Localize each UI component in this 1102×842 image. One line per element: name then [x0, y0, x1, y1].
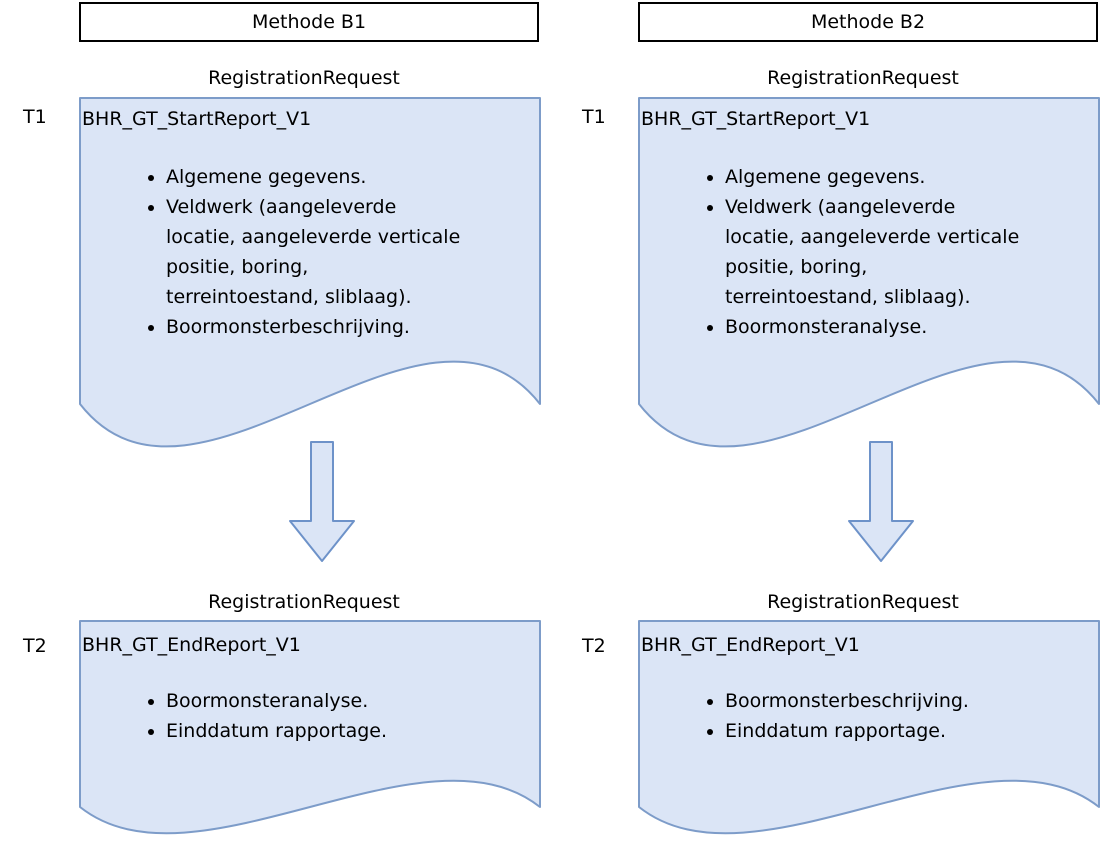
document-shape	[79, 97, 541, 448]
method-column-b2: Methode B2 RegistrationRequest T1 BHR_GT…	[582, 0, 1100, 842]
method-title-box: Methode B2	[638, 2, 1098, 42]
flow-down-arrow-icon	[289, 441, 355, 562]
doc-bullet-item: Boormonsteranalyse.	[166, 686, 464, 716]
start-report-document: BHR_GT_StartReport_V1 Algemene gegevens.…	[79, 97, 541, 453]
registration-request-label: RegistrationRequest	[767, 67, 959, 89]
document-title: BHR_GT_StartReport_V1	[641, 108, 871, 130]
document-bullet-list: Boormonsterbeschrijving.Einddatum rappor…	[638, 686, 1023, 746]
timeline-label-t1: T1	[23, 106, 47, 128]
document-shape	[638, 620, 1100, 835]
timeline-label-t2: T2	[23, 635, 47, 657]
document-shape	[638, 97, 1100, 448]
registration-request-label: RegistrationRequest	[767, 591, 959, 613]
document-title: BHR_GT_EndReport_V1	[641, 634, 860, 656]
document-bullet-list: Boormonsteranalyse.Einddatum rapportage.	[79, 686, 464, 746]
method-title-box: Methode B1	[79, 2, 539, 42]
timeline-label-t1: T1	[582, 106, 606, 128]
doc-bullet-item: Veldwerk (aangeleverde locatie, aangelev…	[725, 192, 1023, 312]
doc-bullet-item: Boormonsterbeschrijving.	[166, 312, 464, 342]
registration-request-label: RegistrationRequest	[208, 67, 400, 89]
document-bullet-list: Algemene gegevens.Veldwerk (aangeleverde…	[79, 162, 464, 342]
doc-bullet-item: Veldwerk (aangeleverde locatie, aangelev…	[166, 192, 464, 312]
document-title: BHR_GT_EndReport_V1	[82, 634, 301, 656]
timeline-label-t2: T2	[582, 635, 606, 657]
doc-bullet-item: Boormonsterbeschrijving.	[725, 686, 1023, 716]
doc-bullet-item: Einddatum rapportage.	[166, 716, 464, 746]
doc-bullet-item: Boormonsteranalyse.	[725, 312, 1023, 342]
start-report-document: BHR_GT_StartReport_V1 Algemene gegevens.…	[638, 97, 1100, 453]
document-title: BHR_GT_StartReport_V1	[82, 108, 312, 130]
document-shape	[79, 620, 541, 835]
registration-request-label: RegistrationRequest	[208, 591, 400, 613]
document-bullet-list: Algemene gegevens.Veldwerk (aangeleverde…	[638, 162, 1023, 342]
method-column-b1: Methode B1 RegistrationRequest T1 BHR_GT…	[23, 0, 541, 842]
end-report-document: BHR_GT_EndReport_V1 Boormonsterbeschrijv…	[638, 620, 1100, 838]
end-report-document: BHR_GT_EndReport_V1 Boormonsteranalyse.E…	[79, 620, 541, 838]
doc-bullet-item: Algemene gegevens.	[725, 162, 1023, 192]
doc-bullet-item: Einddatum rapportage.	[725, 716, 1023, 746]
flow-down-arrow-icon	[848, 441, 914, 562]
doc-bullet-item: Algemene gegevens.	[166, 162, 464, 192]
